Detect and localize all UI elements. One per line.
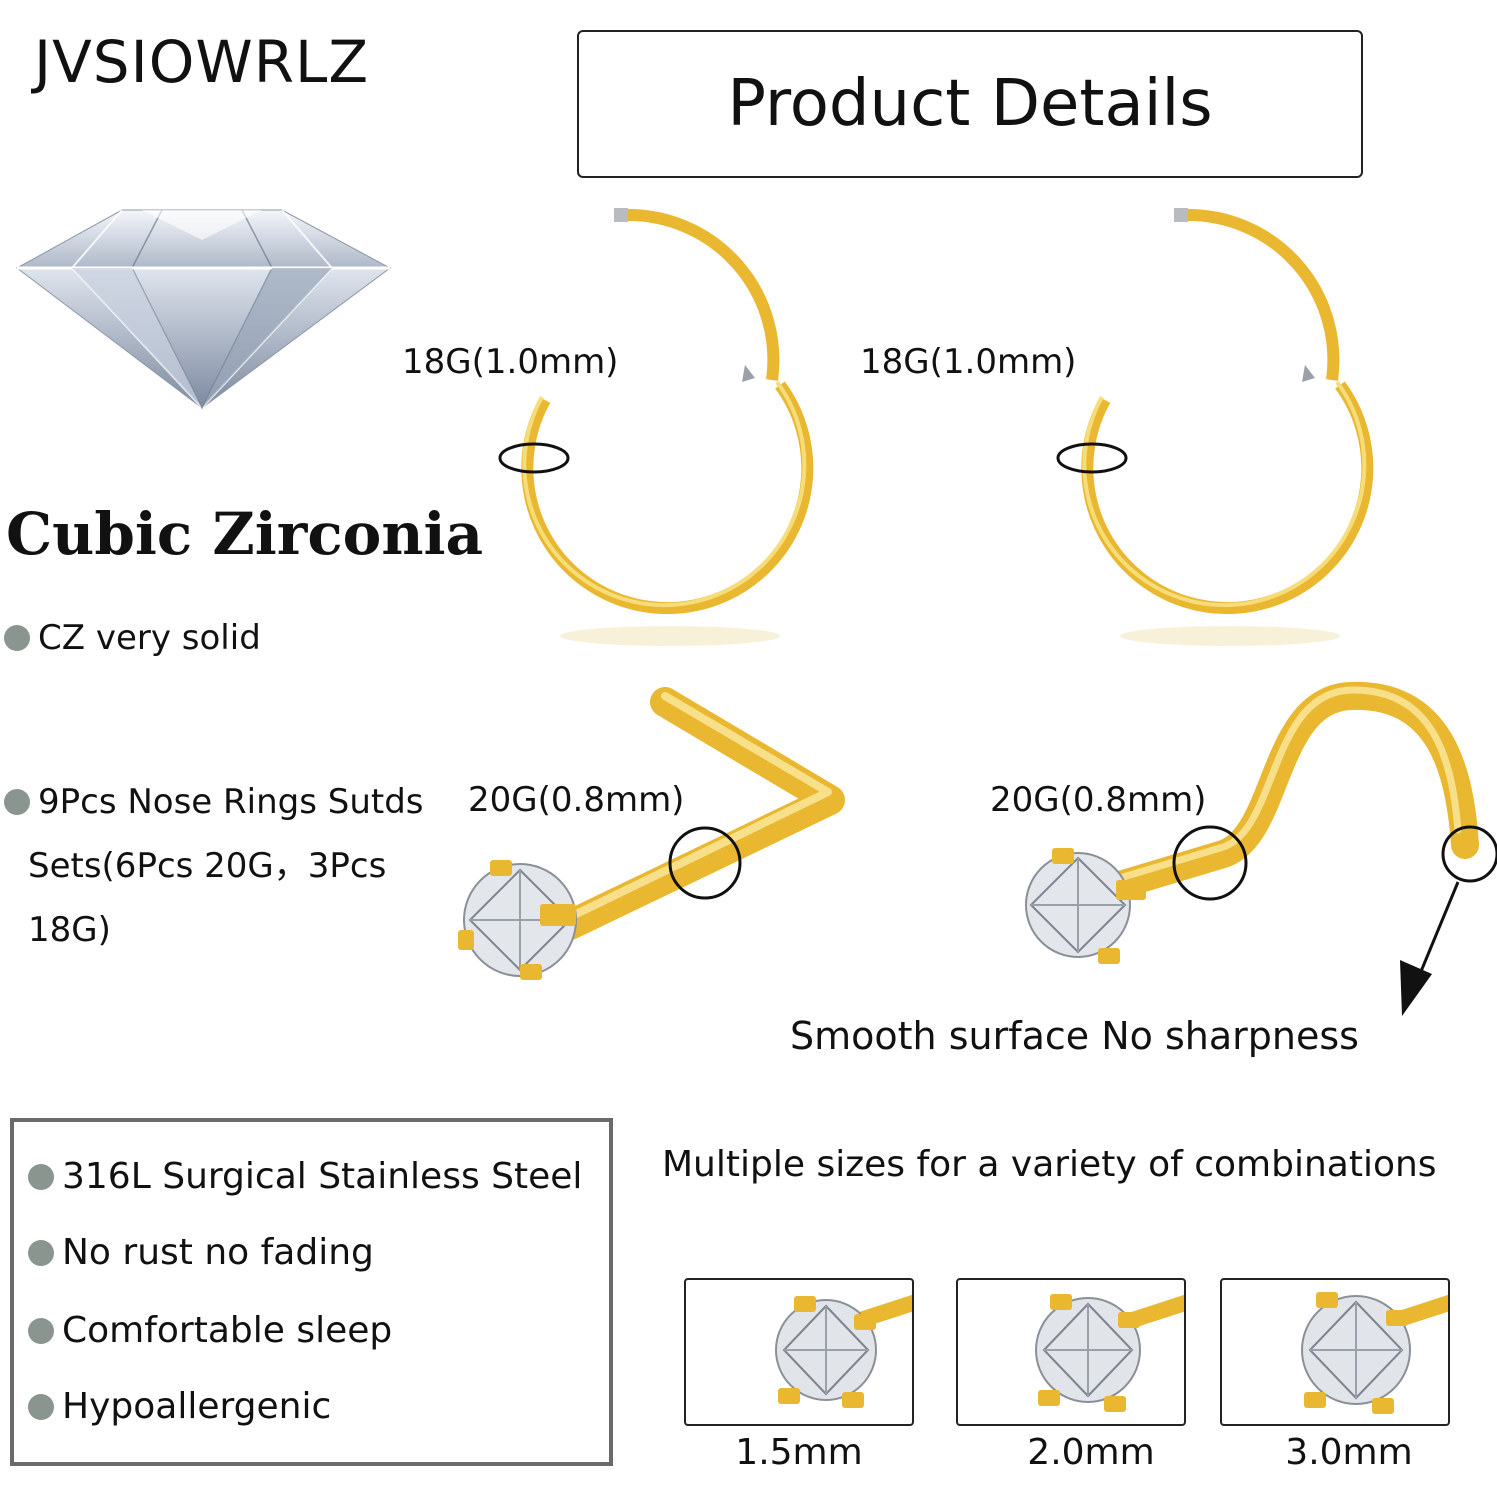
gauge-hoop-right: 18G(1.0mm) <box>860 342 1077 382</box>
cz-bullet-text: CZ very solid <box>38 618 261 658</box>
set-info-line3: 18G) <box>28 910 111 950</box>
cubic-zirconia-image <box>12 200 392 470</box>
arrow-down-icon <box>1398 960 1438 1020</box>
bullet-dot <box>4 789 30 815</box>
feature-text: Comfortable sleep <box>62 1310 393 1351</box>
feature-item: No rust no fading <box>28 1228 609 1278</box>
product-details-title: Product Details <box>577 30 1363 178</box>
cubic-zirconia-title: Cubic Zirconia <box>6 500 484 568</box>
size-1-5mm-image <box>684 1278 914 1426</box>
feature-text: No rust no fading <box>62 1232 374 1273</box>
smooth-surface-note: Smooth surface No sharpness <box>790 1014 1359 1058</box>
brand-name: JVSIOWRLZ <box>34 28 370 96</box>
gauge-hoop-left: 18G(1.0mm) <box>402 342 619 382</box>
gauge-stud-right: 20G(0.8mm) <box>990 780 1207 820</box>
size-label: 2.0mm <box>1027 1432 1155 1473</box>
feature-item: Comfortable sleep <box>28 1306 609 1356</box>
hoop-ring-right-image <box>1050 200 1390 660</box>
product-details-label: Product Details <box>727 67 1213 141</box>
size-label: 3.0mm <box>1285 1432 1413 1473</box>
set-info-bullet: 9Pcs Nose Rings Sutds <box>4 770 424 834</box>
feature-item: Hypoallergenic <box>28 1382 609 1432</box>
feature-item: 316L Surgical Stainless Steel <box>28 1152 609 1202</box>
screw-stud-image <box>1020 680 1497 1000</box>
bullet-dot <box>28 1318 54 1344</box>
set-info-line1: 9Pcs Nose Rings Sutds <box>38 782 424 822</box>
feature-text: Hypoallergenic <box>62 1386 332 1427</box>
size-label: 1.5mm <box>735 1432 863 1473</box>
size-3-0mm-image <box>1220 1278 1450 1426</box>
l-shape-stud-image <box>450 680 860 1010</box>
gauge-stud-left: 20G(0.8mm) <box>468 780 685 820</box>
set-info-line2: Sets(6Pcs 20G，3Pcs <box>28 846 387 886</box>
bullet-dot <box>28 1394 54 1420</box>
sizes-heading: Multiple sizes for a variety of combinat… <box>662 1144 1437 1185</box>
hoop-ring-left-image <box>490 200 830 660</box>
bullet-dot <box>4 625 30 651</box>
feature-text: 316L Surgical Stainless Steel <box>62 1156 583 1197</box>
bullet-dot <box>28 1164 54 1190</box>
features-box: 316L Surgical Stainless Steel No rust no… <box>10 1118 613 1466</box>
size-2-0mm-image <box>956 1278 1186 1426</box>
bullet-dot <box>28 1240 54 1266</box>
cz-bullet: CZ very solid <box>4 606 261 670</box>
